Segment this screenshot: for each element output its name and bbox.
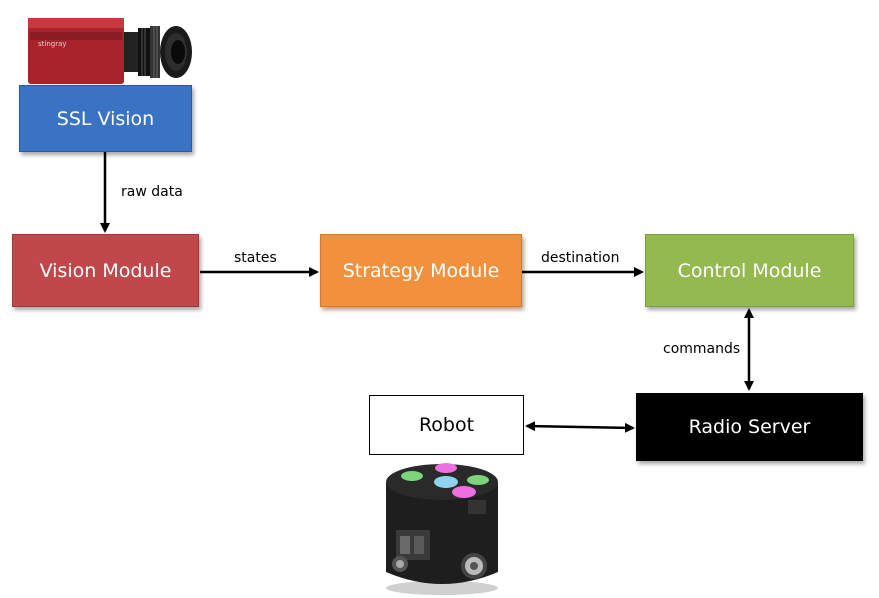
- edge-label-raw-data: raw data: [121, 184, 183, 200]
- radio-server-label: Radio Server: [688, 416, 811, 438]
- control-module-node: Control Module: [645, 234, 854, 307]
- strategy-module-node: Strategy Module: [320, 234, 522, 307]
- robot-node: Robot: [369, 395, 524, 455]
- robot-label: Robot: [418, 414, 475, 436]
- ssl-vision-node: SSL Vision: [19, 85, 192, 152]
- edge-label-destination: destination: [541, 250, 620, 266]
- ssl-vision-label: SSL Vision: [56, 107, 155, 130]
- svg-text:stingray: stingray: [38, 40, 67, 48]
- control-module-label: Control Module: [677, 259, 822, 282]
- arrow-robot-radio: [525, 421, 635, 433]
- robot-image: [386, 463, 498, 595]
- vision-module-node: Vision Module: [12, 234, 199, 307]
- vision-module-label: Vision Module: [39, 259, 172, 282]
- edge-label-commands: commands: [663, 341, 741, 357]
- radio-server-node: Radio Server: [636, 393, 863, 461]
- camera-image: stingray: [28, 18, 192, 84]
- edge-label-states: states: [234, 250, 277, 266]
- strategy-module-label: Strategy Module: [342, 259, 500, 282]
